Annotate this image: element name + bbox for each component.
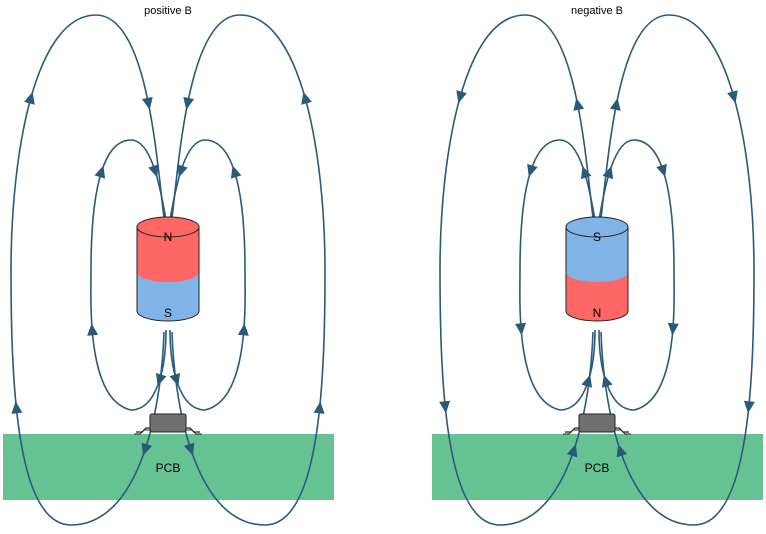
field-direction-arrow [527,163,538,177]
panel-title: negative B [571,5,623,17]
field-direction-arrow [580,165,592,180]
field-direction-arrow [313,401,325,414]
hall-sensor-chip [563,413,631,435]
field-direction-arrow [667,322,679,336]
field-direction-arrow [456,90,467,104]
pcb-board [432,434,763,500]
magnet: N S [136,216,200,322]
field-line [519,139,596,411]
field-line [10,14,165,526]
pole-label-top: S [593,230,601,244]
panel-negative-b: negative B PCB S N [432,5,763,526]
field-line [600,14,755,526]
field-direction-arrow [439,400,451,414]
field-direction-arrow [87,323,99,336]
field-lines [439,14,755,526]
field-direction-arrow [656,163,667,177]
field-direction-arrow [141,96,153,110]
field-direction-arrow [183,442,195,456]
field-line [171,14,326,526]
field-direction-arrow [148,164,159,178]
pcb-label: PCB [156,461,181,475]
field-line [169,139,246,411]
pole-label-top: N [164,230,173,244]
hall-sensor-chip [134,413,202,435]
field-direction-arrow [11,401,23,414]
field-direction-arrow [743,400,755,414]
panel-positive-b: positive B PCB N S [3,5,334,526]
field-direction-arrow [177,164,188,178]
pole-label-bottom: N [593,306,602,320]
field-direction-arrow [566,444,578,458]
field-lines [10,14,326,526]
pole-label-bottom: S [164,306,172,320]
field-direction-arrow [169,373,181,387]
field-direction-arrow [24,91,35,105]
field-direction-arrow [515,322,527,336]
field-direction-arrow [230,165,242,179]
pcb-label: PCB [585,461,610,475]
field-direction-arrow [237,323,249,336]
field-line [90,139,167,411]
panel-title: positive B [144,5,192,17]
field-direction-arrow [183,96,195,110]
field-line [598,139,675,411]
magnet: S N [565,216,629,322]
field-direction-arrow [573,98,585,111]
field-direction-arrow [141,442,153,456]
field-direction-arrow [301,91,312,105]
field-direction-arrow [727,90,738,104]
field-direction-arrow [94,165,106,179]
field-line [439,14,594,526]
field-direction-arrow [155,373,167,387]
field-direction-arrow [609,98,621,111]
field-direction-arrow [602,165,614,180]
pcb-board [3,434,334,500]
field-direction-arrow [616,444,628,458]
